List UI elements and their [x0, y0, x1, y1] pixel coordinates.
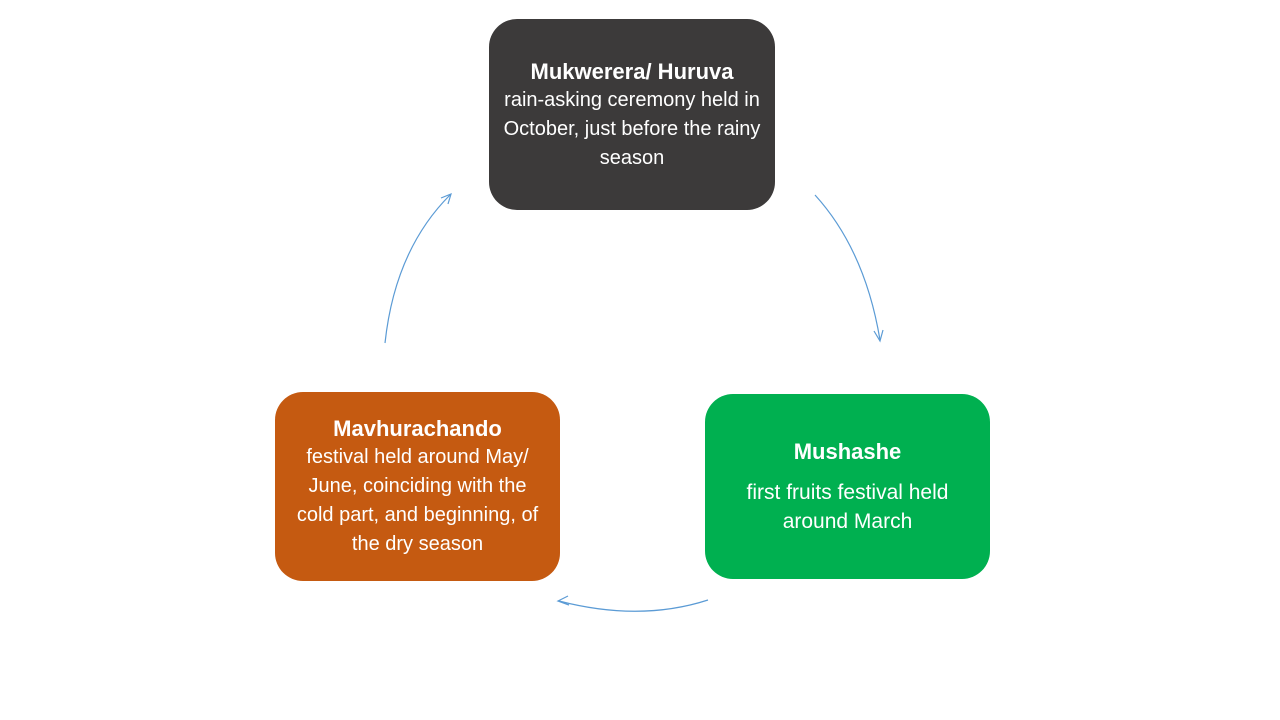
arrow-left-to-top: [384, 194, 451, 344]
arrow-right-to-left: [558, 599, 709, 612]
node-mukwerera-huruva: Mukwerera/ Huruva rain-asking ceremony h…: [489, 19, 775, 210]
node-description: festival held around May/ June, coincidi…: [296, 446, 539, 555]
arrowhead-left-to-top: [440, 192, 452, 205]
node-title: Mukwerera/ Huruva: [530, 58, 734, 84]
node-mushashe: Mushashe first fruits festival held arou…: [705, 394, 990, 579]
node-description: rain-asking ceremony held in October, ju…: [503, 88, 761, 169]
arrowhead-top-to-right: [873, 329, 884, 343]
node-title: Mavhurachando: [333, 416, 502, 441]
arrowhead-right-to-left: [556, 595, 570, 606]
node-mavhurachando: Mavhurachando festival held around May/ …: [275, 392, 560, 581]
arrow-top-to-right: [814, 194, 881, 341]
node-description: first fruits festival held around March: [746, 481, 949, 533]
node-title: Mushashe: [793, 439, 902, 464]
